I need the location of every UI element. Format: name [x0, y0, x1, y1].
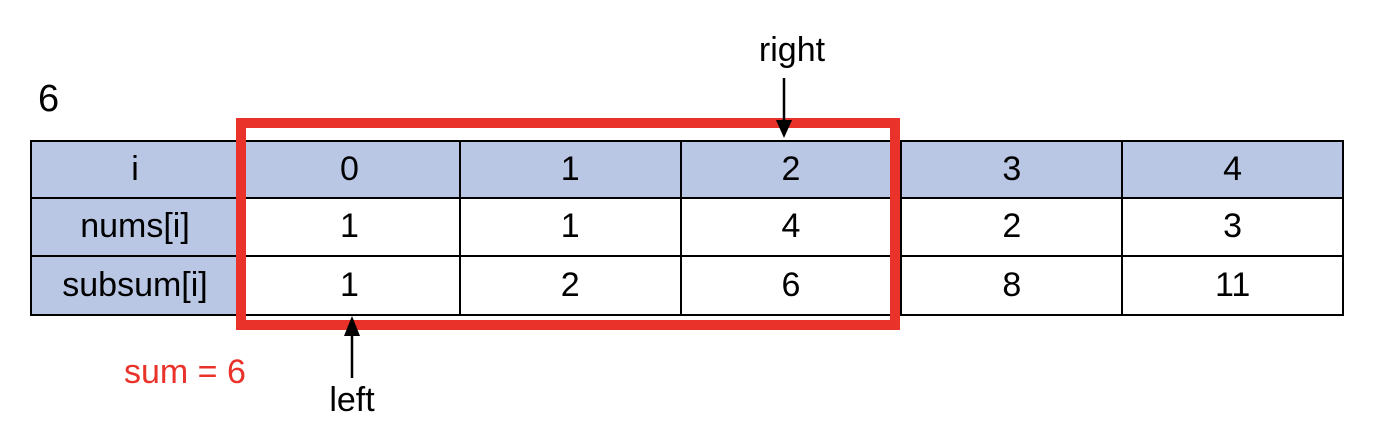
- row-label-index: i: [30, 140, 240, 199]
- cell-subsum-3: 8: [900, 255, 1124, 316]
- row-label-subsum: subsum[i]: [30, 255, 240, 316]
- cell-index-1: 1: [458, 140, 682, 199]
- cell-subsum-4: 11: [1121, 255, 1344, 316]
- cell-index-3: 3: [900, 140, 1124, 199]
- left-pointer-arrow-up-icon: [340, 314, 364, 378]
- sliding-window-table: i 0 1 2 3 4 nums[i] 1 1 4 2 3 subsum[i] …: [30, 140, 1344, 316]
- cell-nums-0: 1: [238, 196, 461, 258]
- left-pointer-label: left: [329, 381, 375, 419]
- row-label-nums: nums[i]: [30, 196, 240, 258]
- cell-index-2: 2: [679, 140, 903, 199]
- cell-subsum-0: 1: [238, 255, 461, 316]
- table-row: i 0 1 2 3 4: [30, 140, 1344, 199]
- cell-subsum-2: 6: [679, 255, 903, 316]
- right-pointer-arrow-down-icon: [772, 78, 796, 140]
- cell-index-0: 0: [238, 140, 461, 199]
- cell-nums-4: 3: [1121, 196, 1344, 258]
- cell-nums-2: 4: [679, 196, 903, 258]
- table-row: nums[i] 1 1 4 2 3: [30, 196, 1344, 258]
- right-pointer-label: right: [758, 31, 826, 69]
- table-row: subsum[i] 1 2 6 8 11: [30, 255, 1344, 316]
- cell-subsum-1: 2: [458, 255, 682, 316]
- cell-nums-3: 2: [900, 196, 1124, 258]
- cell-nums-1: 1: [458, 196, 682, 258]
- target-sum-value: 6: [38, 78, 60, 120]
- cell-index-4: 4: [1121, 140, 1344, 199]
- table-body: i 0 1 2 3 4 nums[i] 1 1 4 2 3 subsum[i] …: [30, 140, 1344, 316]
- window-sum-label: sum = 6: [124, 353, 246, 391]
